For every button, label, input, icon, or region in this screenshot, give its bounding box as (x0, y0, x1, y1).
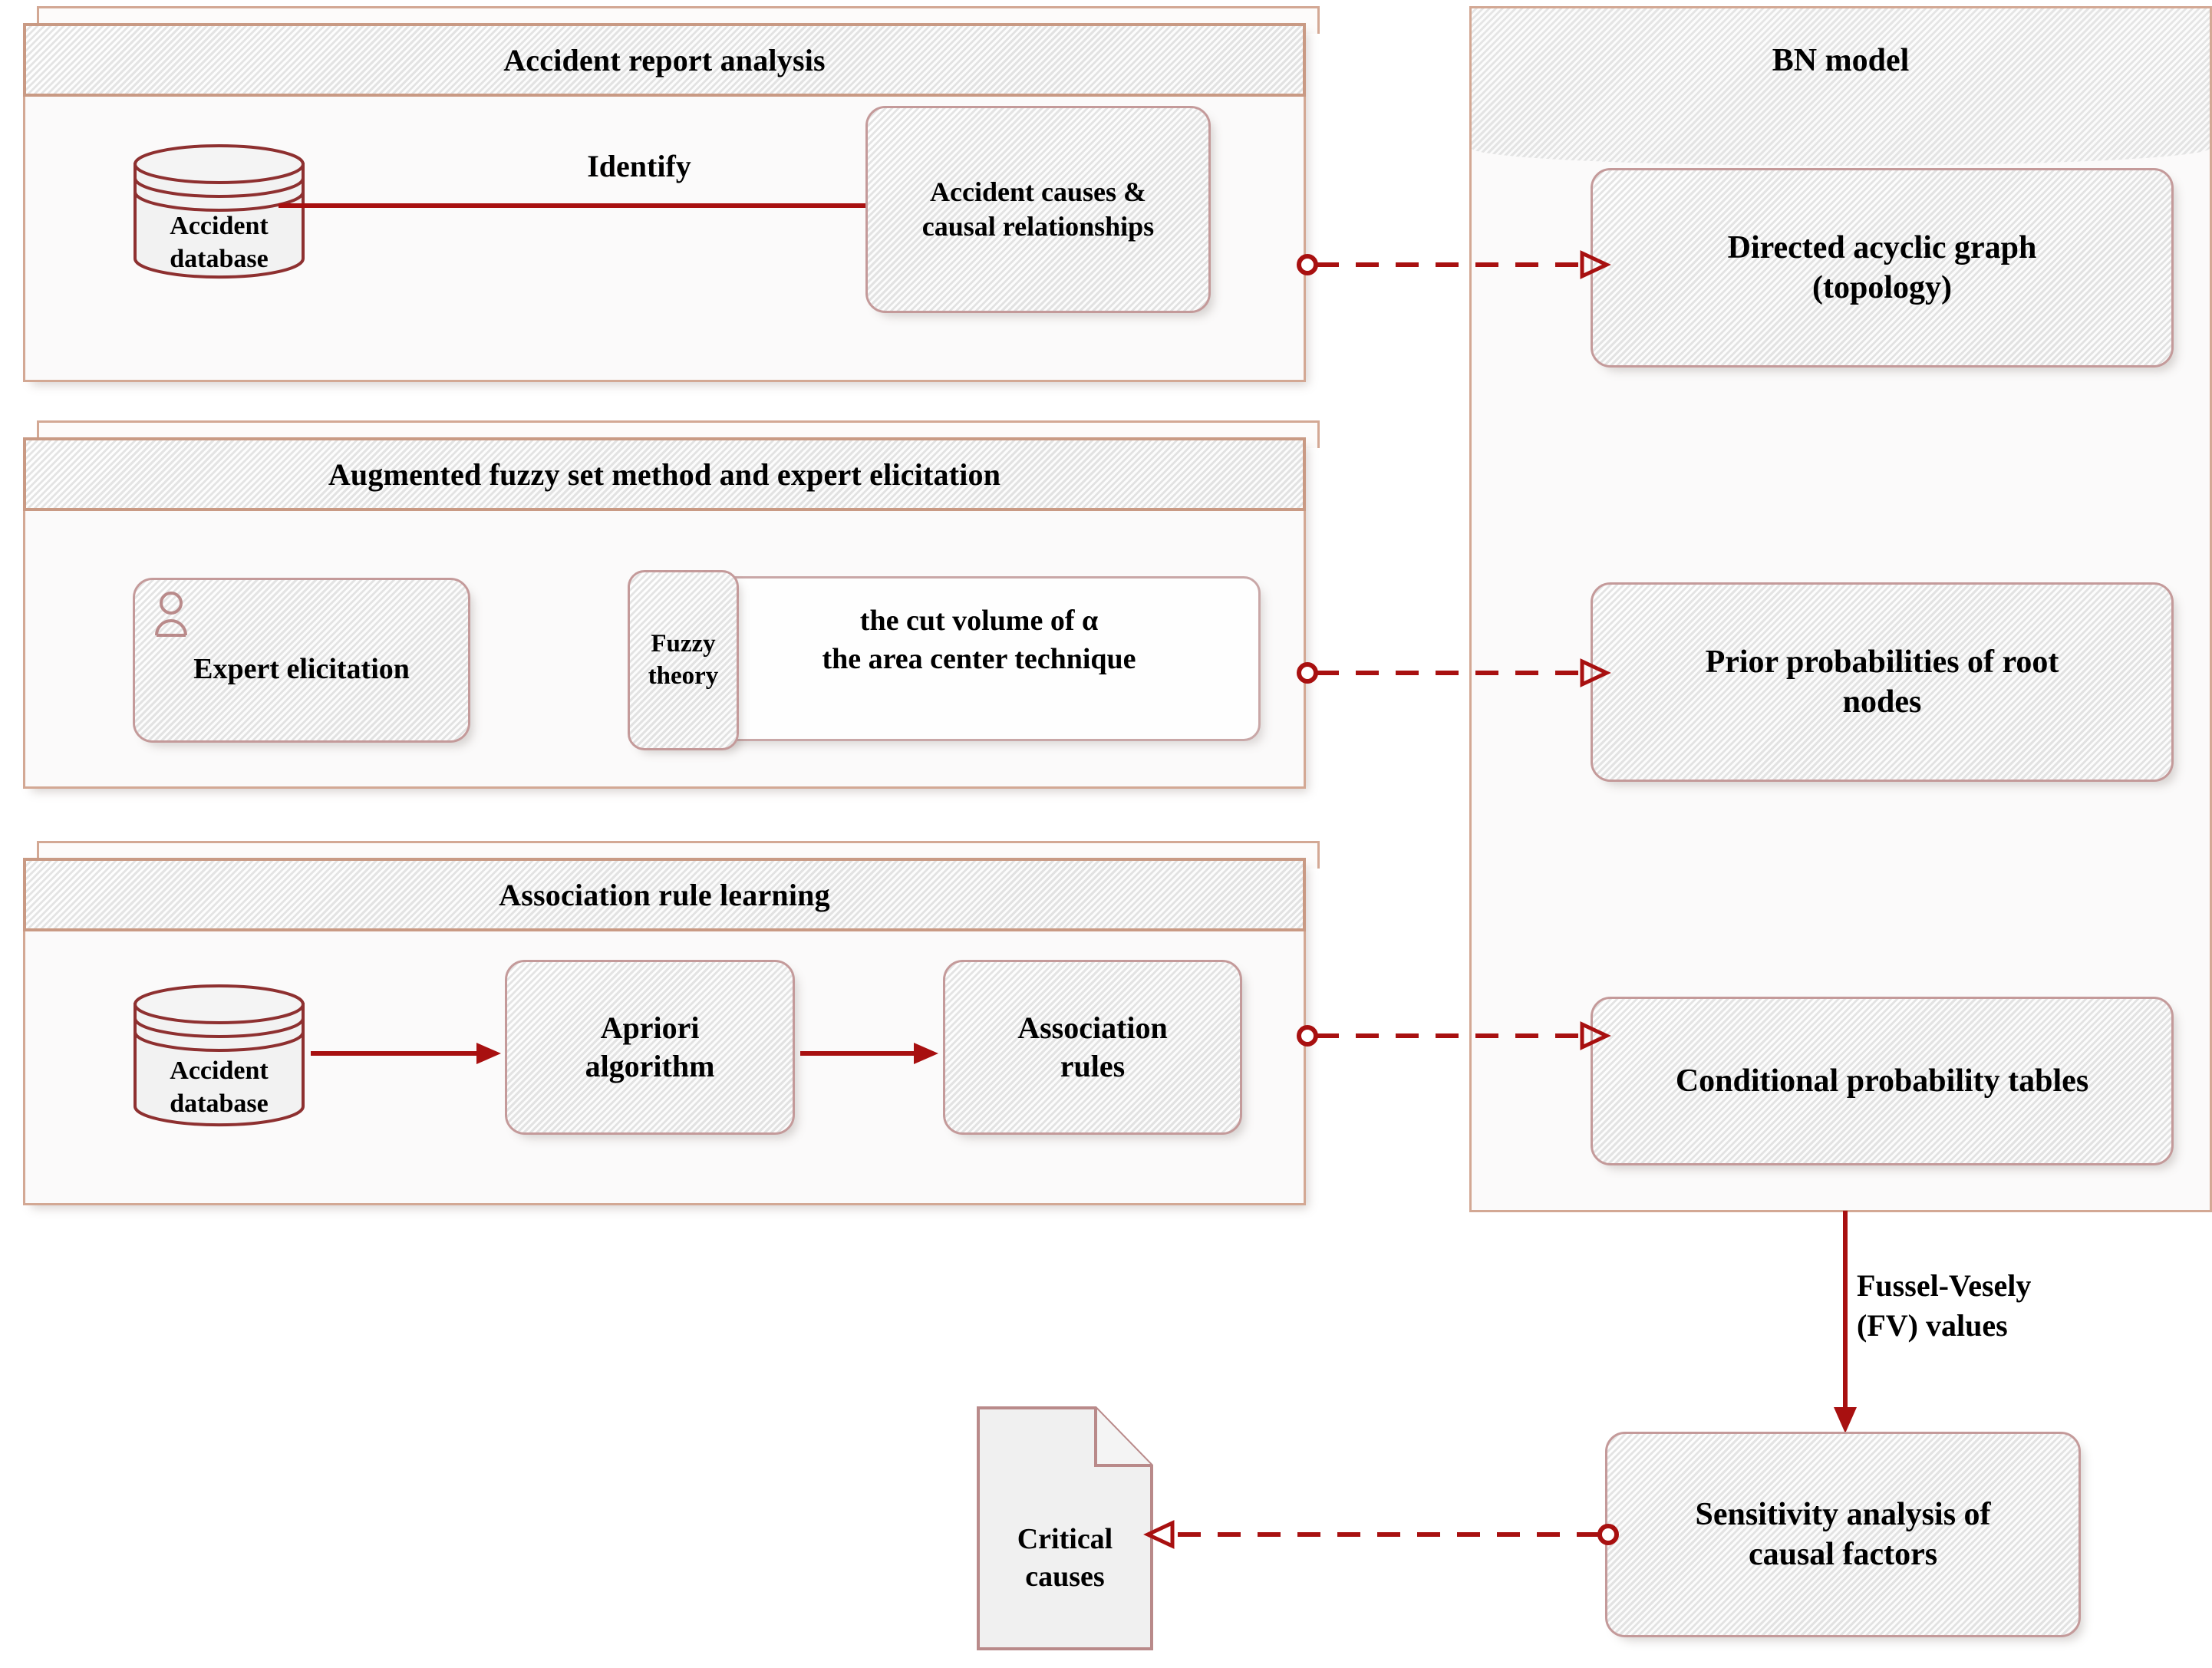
node-directed-acyclic-graph[interactable]: Directed acyclic graph (topology) (1591, 168, 2174, 368)
panel-header-augmented-fuzzy-set-method: Augmented fuzzy set method and expert el… (23, 437, 1306, 511)
expert-elicitation-label: Expert elicitation (193, 653, 410, 685)
node-accident-causes[interactable]: Accident causes & causal relationships (865, 106, 1211, 313)
node-critical-causes[interactable]: Critical causes (976, 1406, 1154, 1651)
node-sensitivity-analysis[interactable]: Sensitivity analysis of causal factors (1605, 1432, 2081, 1637)
fussel-vesely-label: Fussel-Vesely (FV) values (1857, 1268, 2032, 1343)
panel-augmented-fuzzy-set-method: Augmented fuzzy set method and expert el… (23, 420, 1320, 789)
panel-body: Augmented fuzzy set method and expert el… (23, 437, 1306, 789)
node-fuzzy-theory[interactable]: Fuzzy theory (628, 570, 739, 750)
panel-header-association-rule-learning: Association rule learning (23, 858, 1306, 931)
panel-header-accident-report-analysis: Accident report analysis (23, 23, 1306, 97)
conn-sensitivity-to-critical (1143, 1520, 1619, 1549)
panel-bn-model: BN model Directed acyclic graph (topolog… (1469, 6, 2212, 1212)
panel-body: Accident report analysis Accident databa… (23, 23, 1306, 382)
accident-database-cylinder-2: Accident database (133, 984, 305, 1127)
conn-causes-to-dag (1297, 250, 1611, 279)
accident-database-label-2: Accident database (170, 1057, 269, 1118)
db-to-apriori-arrow (311, 1043, 501, 1064)
node-association-rules[interactable]: Association rules (943, 960, 1242, 1135)
accident-database-label-1: Accident database (170, 212, 269, 273)
panel-title: Augmented fuzzy set method and expert el… (328, 457, 1001, 492)
node-prior-probabilities[interactable]: Prior probabilities of root nodes (1591, 582, 2174, 782)
panel-accident-report-analysis: Accident report analysis Accident databa… (23, 6, 1320, 382)
panel-title: Accident report analysis (503, 42, 826, 77)
critical-causes-label: Critical causes (1017, 1523, 1113, 1594)
panel-association-rule-learning: Association rule learning Accident datab… (23, 841, 1320, 1205)
fussel-vesely-arrow (1834, 1211, 1857, 1433)
panel-title: Association rule learning (499, 877, 830, 912)
bn-model-title: BN model (1772, 43, 1910, 78)
node-apriori-algorithm[interactable]: Apriori algorithm (505, 960, 795, 1135)
node-fuzzy-methods[interactable]: the cut volume of α the area center tech… (654, 576, 1261, 741)
bn-model-header (1472, 8, 2210, 166)
identify-arrow-label: Identify (587, 149, 691, 183)
conn-fuzzy-to-priors (1297, 658, 1611, 687)
node-expert-elicitation[interactable]: Expert elicitation (133, 578, 470, 743)
identify-arrow (279, 195, 892, 216)
apriori-to-rules-arrow (800, 1043, 938, 1064)
panel-body: Association rule learning Accident datab… (23, 858, 1306, 1205)
person-icon (153, 591, 189, 643)
node-conditional-probability-tables[interactable]: Conditional probability tables (1591, 997, 2174, 1165)
conn-rules-to-cpt (1297, 1021, 1611, 1050)
accident-database-cylinder-1: Accident database (133, 144, 305, 279)
